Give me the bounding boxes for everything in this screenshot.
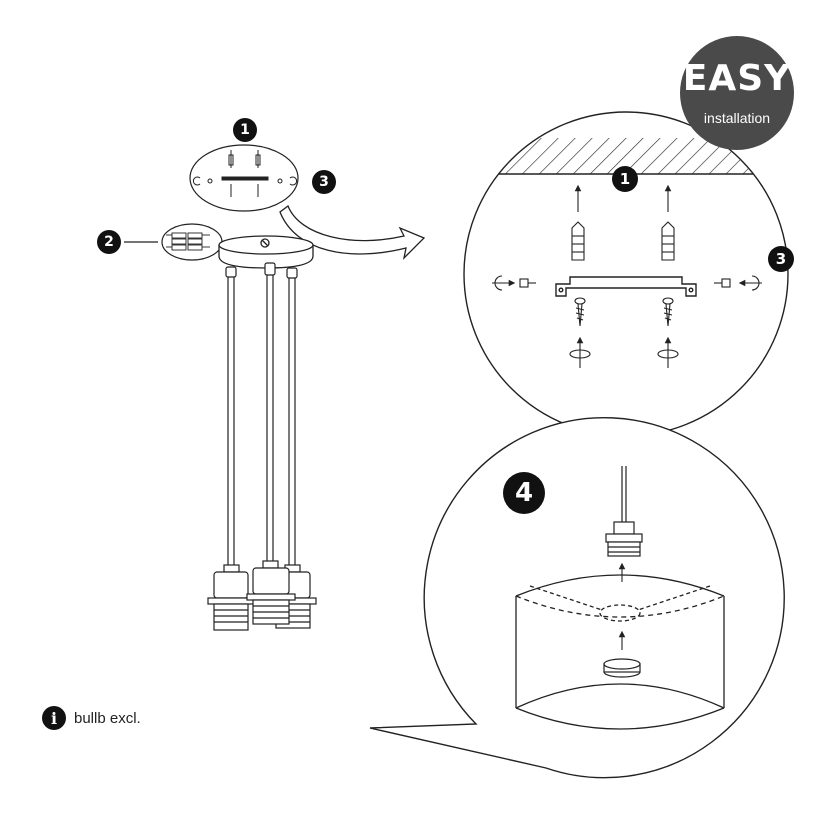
rotate-arrow-icon	[569, 336, 679, 368]
screw-icon	[574, 297, 674, 327]
ceiling-canopy	[218, 235, 314, 269]
lamp-holder-left	[207, 564, 255, 631]
step-3-badge: 3	[312, 170, 336, 194]
easy-installation-badge: EASY installation	[680, 36, 794, 150]
bulb-note-text: bullb excl.	[74, 709, 141, 727]
shade-ring	[603, 658, 641, 678]
mounting-detail-circle	[463, 111, 789, 437]
easy-subtitle: installation	[703, 110, 771, 126]
detail-step-1-badge: 1	[612, 166, 638, 192]
step-2-badge: 2	[97, 230, 121, 254]
lamp-holder-detail	[605, 521, 643, 557]
bulb-note: i bullb excl.	[42, 705, 141, 731]
detail-step-3-badge: 3	[768, 246, 794, 272]
shade-assembly-circle	[369, 416, 785, 779]
step-1-thumbnail	[189, 144, 299, 212]
step-2-thumbnail	[124, 223, 223, 261]
drum-shade	[515, 574, 725, 730]
pendant-cords	[225, 262, 298, 566]
step-1-badge: 1	[233, 118, 257, 142]
wall-plug-icon	[571, 221, 675, 261]
info-icon: i	[42, 706, 66, 730]
step-4-badge: 4	[503, 472, 545, 514]
lamp-holder-center	[246, 560, 296, 625]
easy-title: EASY	[682, 58, 792, 99]
mounting-bracket	[555, 276, 697, 297]
up-arrow-icon	[574, 184, 672, 212]
side-screw-icon	[492, 275, 762, 291]
